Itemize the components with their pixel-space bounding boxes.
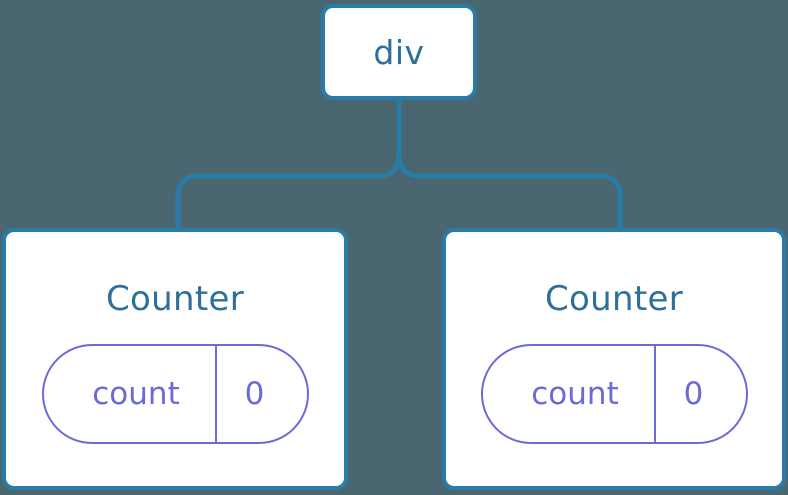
- node-div[interactable]: div: [321, 4, 477, 100]
- node-counter-right-content: Counter count 0: [446, 232, 782, 486]
- state-value-left: 0: [244, 375, 265, 412]
- node-counter-left[interactable]: Counter count 0: [2, 228, 348, 490]
- state-key-right: count: [483, 346, 656, 442]
- connector-to-right-child: [396, 152, 623, 228]
- node-counter-left-content: Counter count 0: [6, 232, 344, 486]
- state-key-left: count: [44, 346, 217, 442]
- state-pill-right[interactable]: count 0: [480, 344, 748, 444]
- connector-to-left-child: [175, 152, 402, 228]
- node-counter-left-label: Counter: [106, 279, 244, 319]
- state-value-right: 0: [683, 375, 704, 412]
- state-pill-left[interactable]: count 0: [41, 344, 309, 444]
- node-counter-right[interactable]: Counter count 0: [442, 228, 786, 490]
- node-counter-right-label: Counter: [545, 279, 683, 319]
- node-div-label: div: [373, 32, 425, 72]
